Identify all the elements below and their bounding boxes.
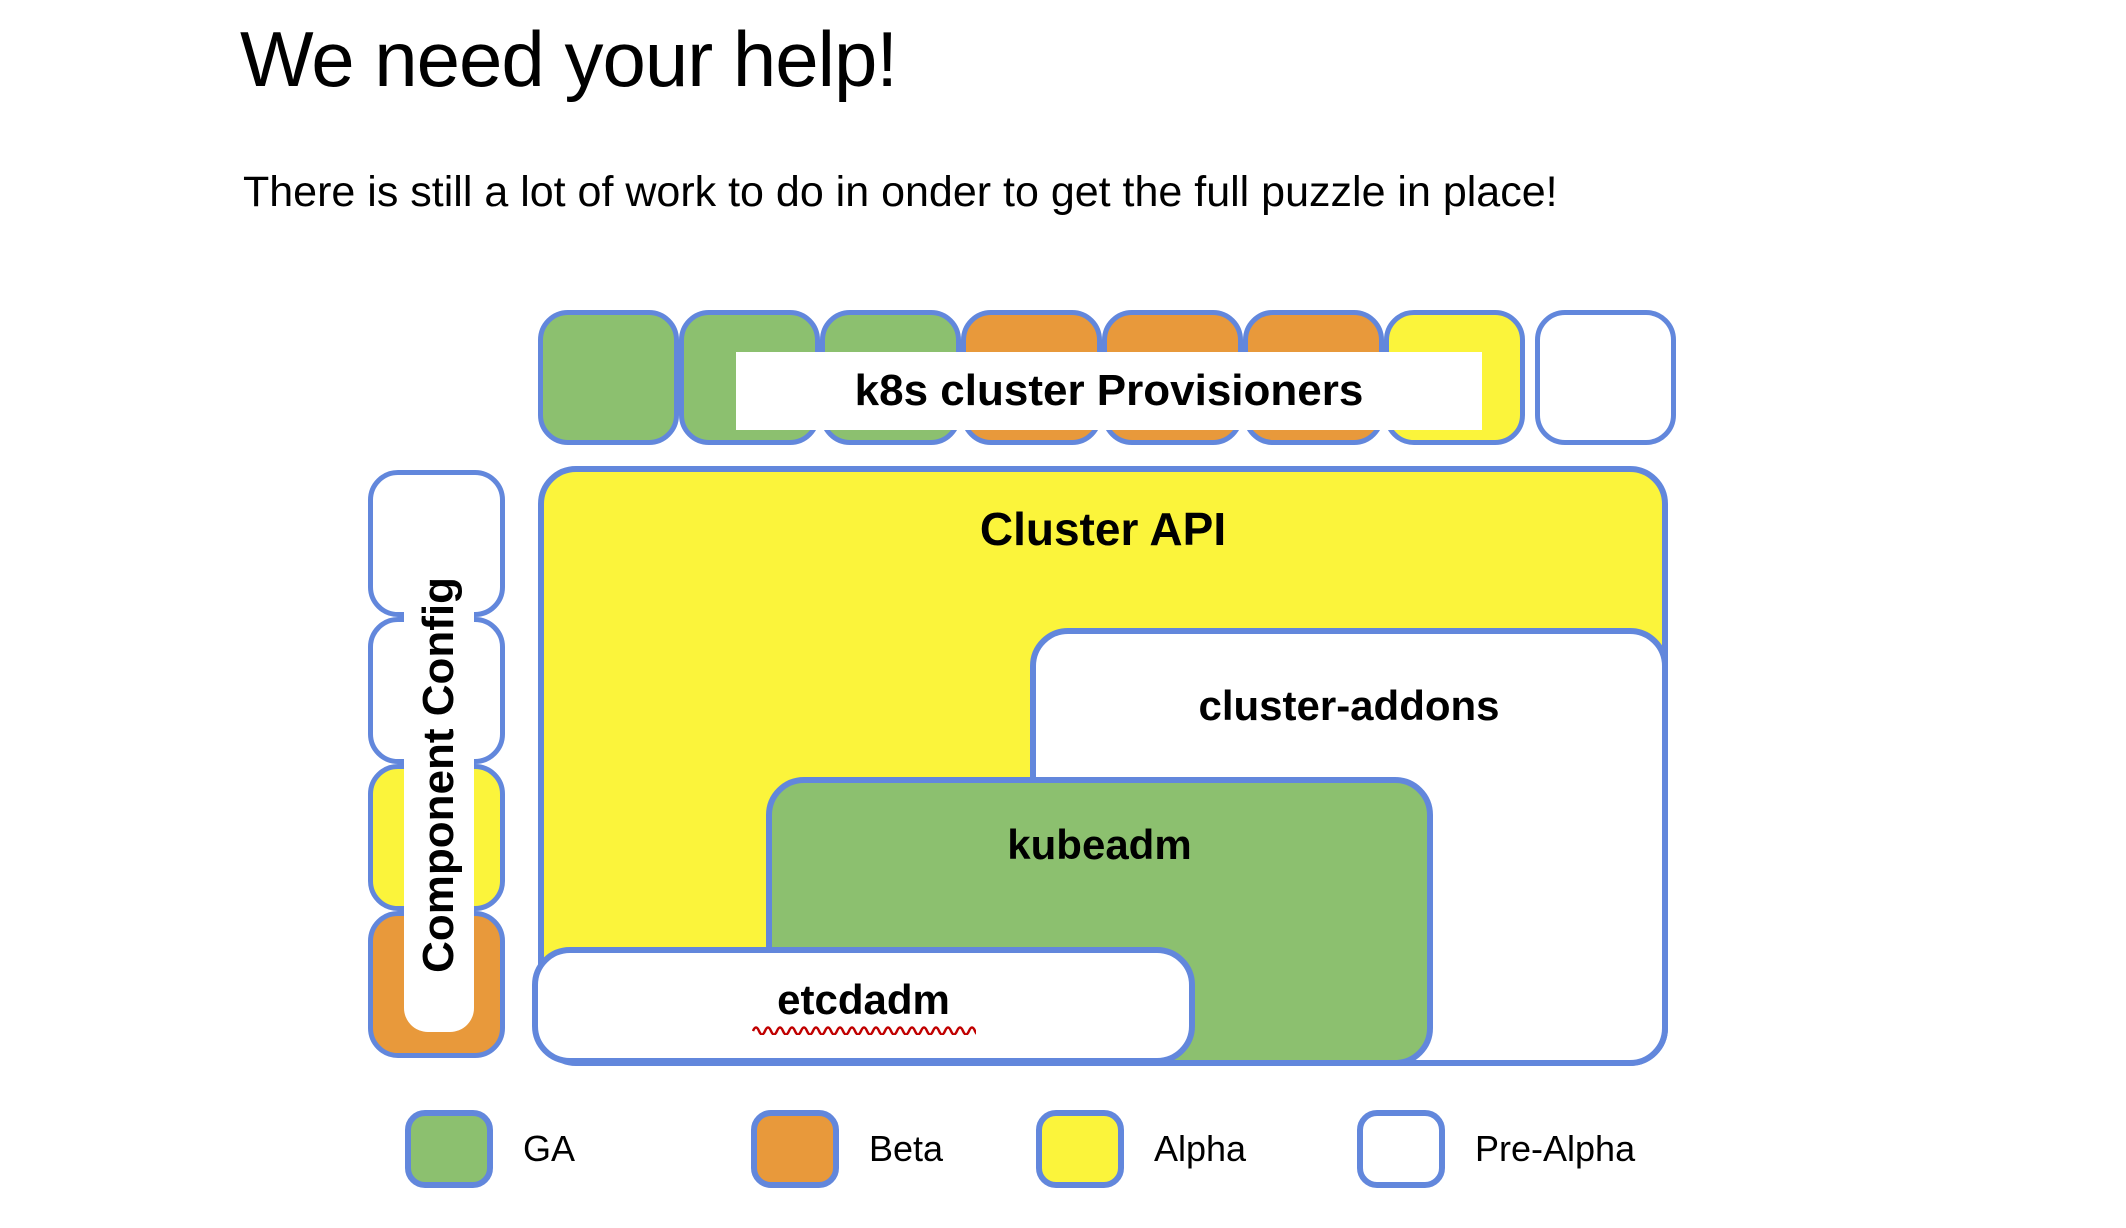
legend-item-beta: Beta — [751, 1110, 943, 1188]
legend-item-alpha: Alpha — [1036, 1110, 1246, 1188]
etcdadm-label: etcdadm — [538, 953, 1189, 1058]
cluster-addons-label: cluster-addons — [1198, 682, 1500, 729]
slide-title: We need your help! — [240, 15, 898, 103]
legend-label-pre-alpha: Pre-Alpha — [1475, 1128, 1636, 1169]
legend-item-pre-alpha: Pre-Alpha — [1357, 1110, 1635, 1188]
legend: GA Beta Alpha Pre-Alpha — [0, 1110, 2126, 1190]
puzzle-piece-pre-alpha — [1535, 310, 1676, 445]
legend-swatch-pre-alpha — [1357, 1110, 1445, 1188]
etcdadm-spellcheck-squiggle-icon — [751, 1026, 976, 1035]
etcdadm-label-text: etcdadm — [777, 976, 950, 1023]
legend-item-ga: GA — [405, 1110, 575, 1188]
provisioners-label: k8s cluster Provisioners — [736, 352, 1482, 430]
legend-swatch-alpha — [1036, 1110, 1124, 1188]
kubeadm-label: kubeadm — [1007, 821, 1192, 868]
legend-label-alpha: Alpha — [1154, 1128, 1247, 1169]
etcdadm-box: etcdadm — [532, 947, 1195, 1064]
component-config-label-text: Component Config — [414, 577, 463, 973]
component-config-label: Component Config — [404, 518, 474, 1032]
puzzle-piece-ga — [538, 310, 679, 445]
legend-swatch-ga — [405, 1110, 493, 1188]
legend-swatch-beta — [751, 1110, 839, 1188]
legend-label-beta: Beta — [869, 1128, 944, 1169]
slide-subtitle: There is still a lot of work to do in on… — [243, 168, 1558, 216]
cluster-api-label: Cluster API — [979, 503, 1227, 555]
legend-label-ga: GA — [523, 1128, 576, 1169]
